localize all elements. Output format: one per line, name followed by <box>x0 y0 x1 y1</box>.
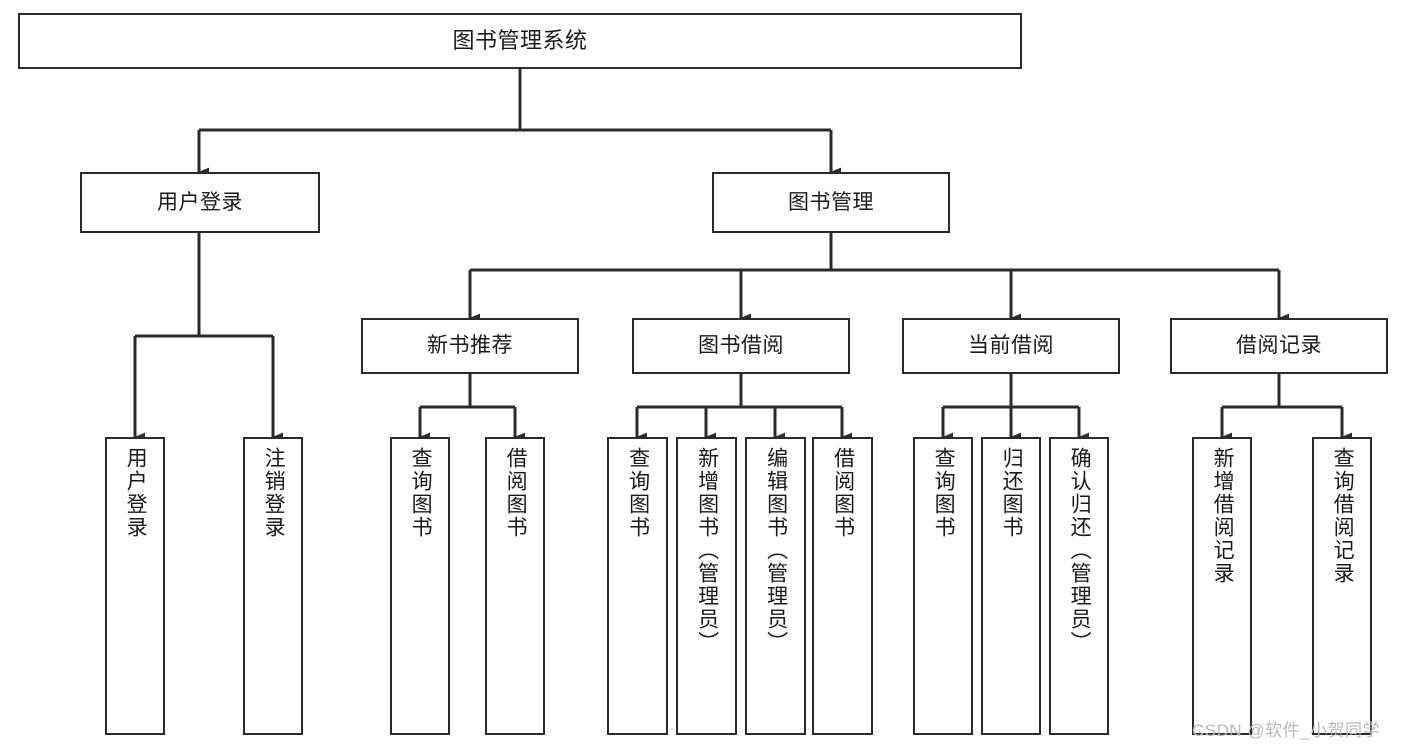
node-leaf-query-book-3[interactable]: 查询图书 <box>913 437 973 735</box>
node-label-leaf-borrow-book-1: 借阅图书 <box>504 447 528 539</box>
node-current-borrow[interactable]: 当前借阅 <box>902 318 1120 374</box>
node-label-leaf-query-book-3: 查询图书 <box>932 447 956 539</box>
node-borrow-record[interactable]: 借阅记录 <box>1170 318 1388 374</box>
node-label-current-borrow: 当前借阅 <box>968 334 1054 358</box>
node-label-leaf-confirm-return: 确认归还（管理员） <box>1068 447 1092 654</box>
node-label-root: 图书管理系统 <box>452 27 588 53</box>
node-label-leaf-borrow-book-2: 借阅图书 <box>831 447 855 539</box>
node-leaf-query-record[interactable]: 查询借阅记录 <box>1312 437 1372 735</box>
node-label-leaf-user-login: 用户登录 <box>124 447 148 539</box>
node-leaf-borrow-book-1[interactable]: 借阅图书 <box>485 437 545 735</box>
node-label-leaf-logout: 注销登录 <box>262 447 286 539</box>
node-label-leaf-query-book-2: 查询图书 <box>626 447 650 539</box>
node-leaf-add-record[interactable]: 新增借阅记录 <box>1192 437 1252 735</box>
node-label-leaf-add-record: 新增借阅记录 <box>1211 447 1235 585</box>
node-leaf-query-book-2[interactable]: 查询图书 <box>607 437 668 735</box>
node-label-leaf-add-book: 新增图书（管理员） <box>695 447 719 654</box>
node-label-leaf-return-book: 归还图书 <box>1000 447 1024 539</box>
node-leaf-query-book-1[interactable]: 查询图书 <box>390 437 450 735</box>
node-leaf-return-book[interactable]: 归还图书 <box>981 437 1041 735</box>
node-book-borrow[interactable]: 图书借阅 <box>632 318 850 374</box>
node-label-leaf-query-record: 查询借阅记录 <box>1331 447 1355 585</box>
node-leaf-add-book[interactable]: 新增图书（管理员） <box>676 437 737 735</box>
connector-lines <box>133 69 1353 442</box>
node-root[interactable]: 图书管理系统 <box>18 13 1022 69</box>
node-leaf-borrow-book-2[interactable]: 借阅图书 <box>812 437 873 735</box>
node-label-leaf-edit-book: 编辑图书（管理员） <box>764 447 788 654</box>
node-leaf-confirm-return[interactable]: 确认归还（管理员） <box>1049 437 1109 735</box>
node-leaf-edit-book[interactable]: 编辑图书（管理员） <box>745 437 806 735</box>
node-label-borrow-record: 借阅记录 <box>1236 334 1322 358</box>
node-label-user-login: 用户登录 <box>157 190 243 214</box>
node-label-book-manage: 图书管理 <box>788 190 874 214</box>
node-label-new-book-rec: 新书推荐 <box>427 334 513 358</box>
node-new-book-rec[interactable]: 新书推荐 <box>361 318 579 374</box>
node-leaf-logout[interactable]: 注销登录 <box>243 437 303 735</box>
node-label-leaf-query-book-1: 查询图书 <box>409 447 433 539</box>
node-book-manage[interactable]: 图书管理 <box>712 172 950 233</box>
node-user-login[interactable]: 用户登录 <box>80 172 320 233</box>
node-leaf-user-login[interactable]: 用户登录 <box>105 437 165 735</box>
node-label-book-borrow: 图书借阅 <box>698 334 784 358</box>
